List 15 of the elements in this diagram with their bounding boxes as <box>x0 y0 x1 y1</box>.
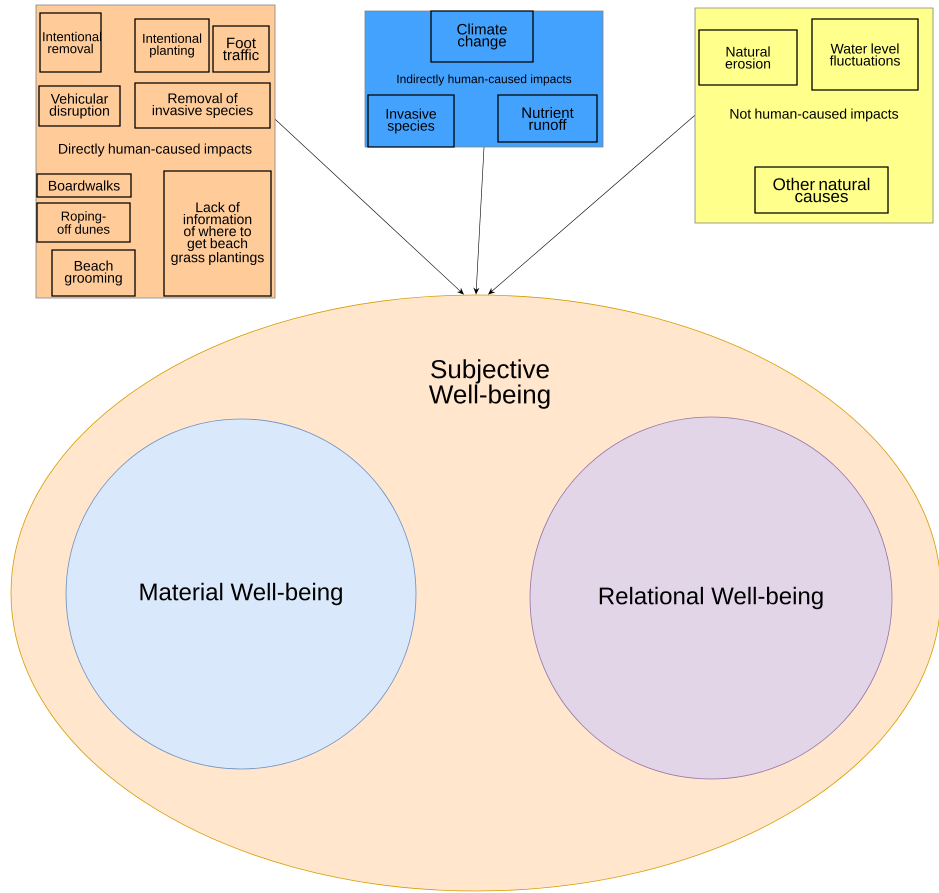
text-box: Roping-off dunes <box>36 202 131 243</box>
text-box: Beach grooming <box>51 249 136 297</box>
text-box: Natural erosion <box>698 29 798 86</box>
text-box: Boardwalks <box>36 173 132 198</box>
text-box: Intentional removal <box>39 12 102 73</box>
text-box: Intentional planting <box>134 18 210 73</box>
text-box: Invasive species <box>367 94 455 148</box>
text-box: Foot traffic <box>212 25 270 73</box>
text-box: Vehicular disruption <box>38 85 121 127</box>
text-box: Removal of invasive species <box>134 82 271 129</box>
text-box: Nutrient runoff <box>497 94 598 143</box>
text-box: Water level fluctuations <box>811 18 919 91</box>
text-box: Lack of information of where to get beach grass plantings <box>163 170 272 297</box>
text-box: Other natural causes <box>754 166 889 214</box>
text-box: Climate change <box>430 10 534 63</box>
